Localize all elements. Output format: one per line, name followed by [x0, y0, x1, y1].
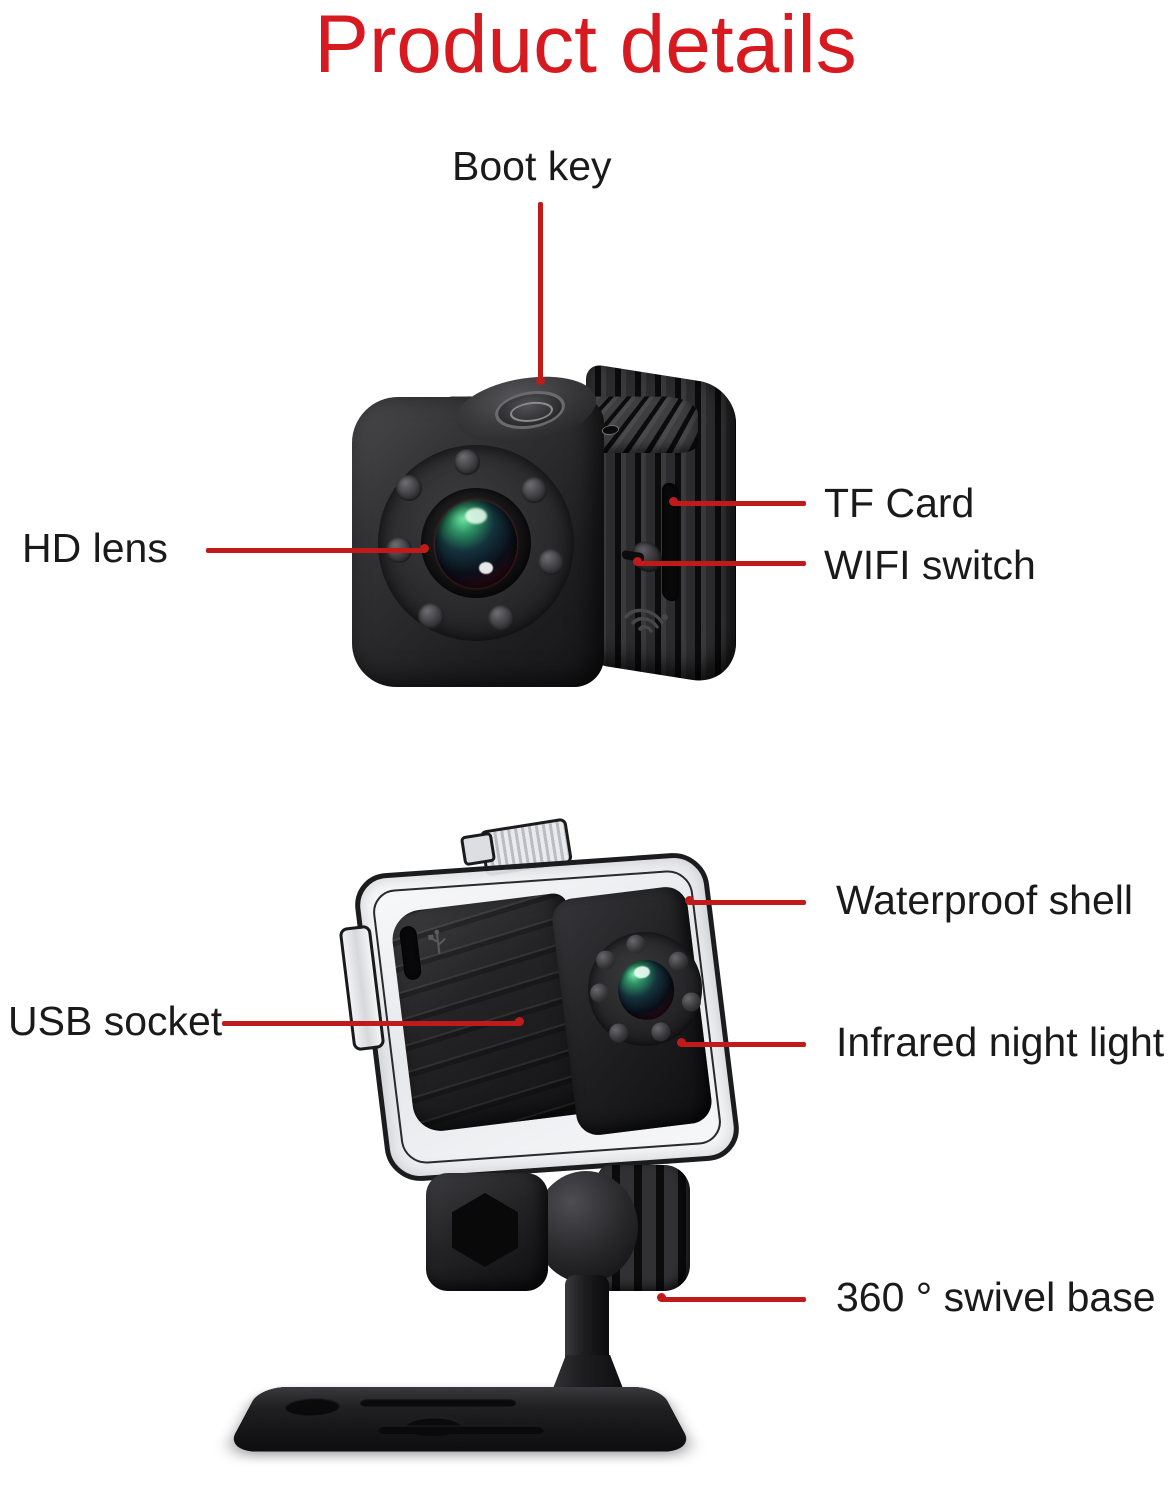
page-title: Product details — [314, 0, 857, 90]
waterproof-case-illustration — [338, 817, 750, 1260]
lens-highlight — [465, 508, 487, 524]
leader-dot-wifi-switch — [633, 557, 642, 566]
plate-slot — [359, 1399, 517, 1407]
leader-dot-swivel-base — [657, 1293, 666, 1302]
case-latch-knob[interactable] — [459, 831, 497, 867]
leader-line-infrared-night-light — [680, 1042, 806, 1047]
case-lens-highlight — [633, 965, 651, 980]
ir-led — [667, 950, 689, 972]
leader-dot-infrared-night-light — [677, 1038, 686, 1047]
leader-dot-boot-key — [536, 376, 545, 385]
ir-led — [538, 549, 564, 575]
leader-line-tf-card — [672, 501, 806, 506]
callout-label-waterproof-shell: Waterproof shell — [836, 877, 1133, 923]
ir-led — [589, 982, 611, 1004]
callout-label-swivel-base: 360 ° swivel base — [836, 1274, 1156, 1320]
ir-led — [396, 475, 422, 501]
ir-led — [625, 933, 647, 955]
mount-thumbscrew-body[interactable] — [426, 1173, 548, 1291]
ir-led — [454, 449, 480, 475]
leader-dot-tf-card — [669, 497, 678, 506]
leader-dot-usb-socket — [515, 1017, 524, 1026]
ir-led — [650, 1021, 672, 1043]
ir-led — [595, 949, 617, 971]
leader-line-wifi-switch — [636, 561, 806, 566]
boot-key-inner-ring — [507, 400, 556, 423]
leader-line-swivel-base — [660, 1297, 806, 1302]
mount-ball-joint[interactable] — [534, 1171, 638, 1283]
wifi-icon — [624, 608, 668, 633]
plate-slot — [376, 1425, 546, 1435]
lens-bezel — [378, 445, 574, 641]
usb-icon — [428, 929, 446, 954]
case-lens-glass — [614, 956, 678, 1024]
callout-label-infrared-night-light: Infrared night light — [836, 1019, 1165, 1065]
callout-label-wifi-switch: WIFI switch — [824, 542, 1036, 588]
ir-led — [521, 477, 547, 503]
leader-line-waterproof-shell — [688, 900, 806, 905]
swivel-mount-illustration — [225, 1155, 720, 1500]
callout-label-usb-socket: USB socket — [8, 998, 223, 1044]
mount-stem — [565, 1275, 609, 1367]
plate-screw-hole — [281, 1397, 343, 1416]
lens-highlight-secondary — [479, 562, 493, 574]
hd-lens-glass — [435, 500, 517, 588]
leader-dot-hd-lens — [420, 544, 429, 553]
ir-led — [418, 603, 444, 629]
leader-dot-waterproof-shell — [685, 896, 694, 905]
callout-label-boot-key: Boot key — [452, 143, 612, 189]
wifi-switch-toggle[interactable] — [622, 538, 662, 578]
lens-barrel — [421, 488, 531, 598]
mini-camera-illustration — [350, 335, 750, 715]
callout-label-tf-card: TF Card — [824, 480, 975, 526]
leader-line-hd-lens — [206, 548, 426, 553]
mount-base-plate — [225, 1387, 695, 1452]
callout-label-hd-lens: HD lens — [22, 525, 168, 571]
leader-line-boot-key — [538, 202, 543, 382]
ir-led — [488, 605, 514, 631]
hex-socket-icon — [452, 1193, 518, 1267]
leader-line-usb-socket — [222, 1021, 522, 1026]
